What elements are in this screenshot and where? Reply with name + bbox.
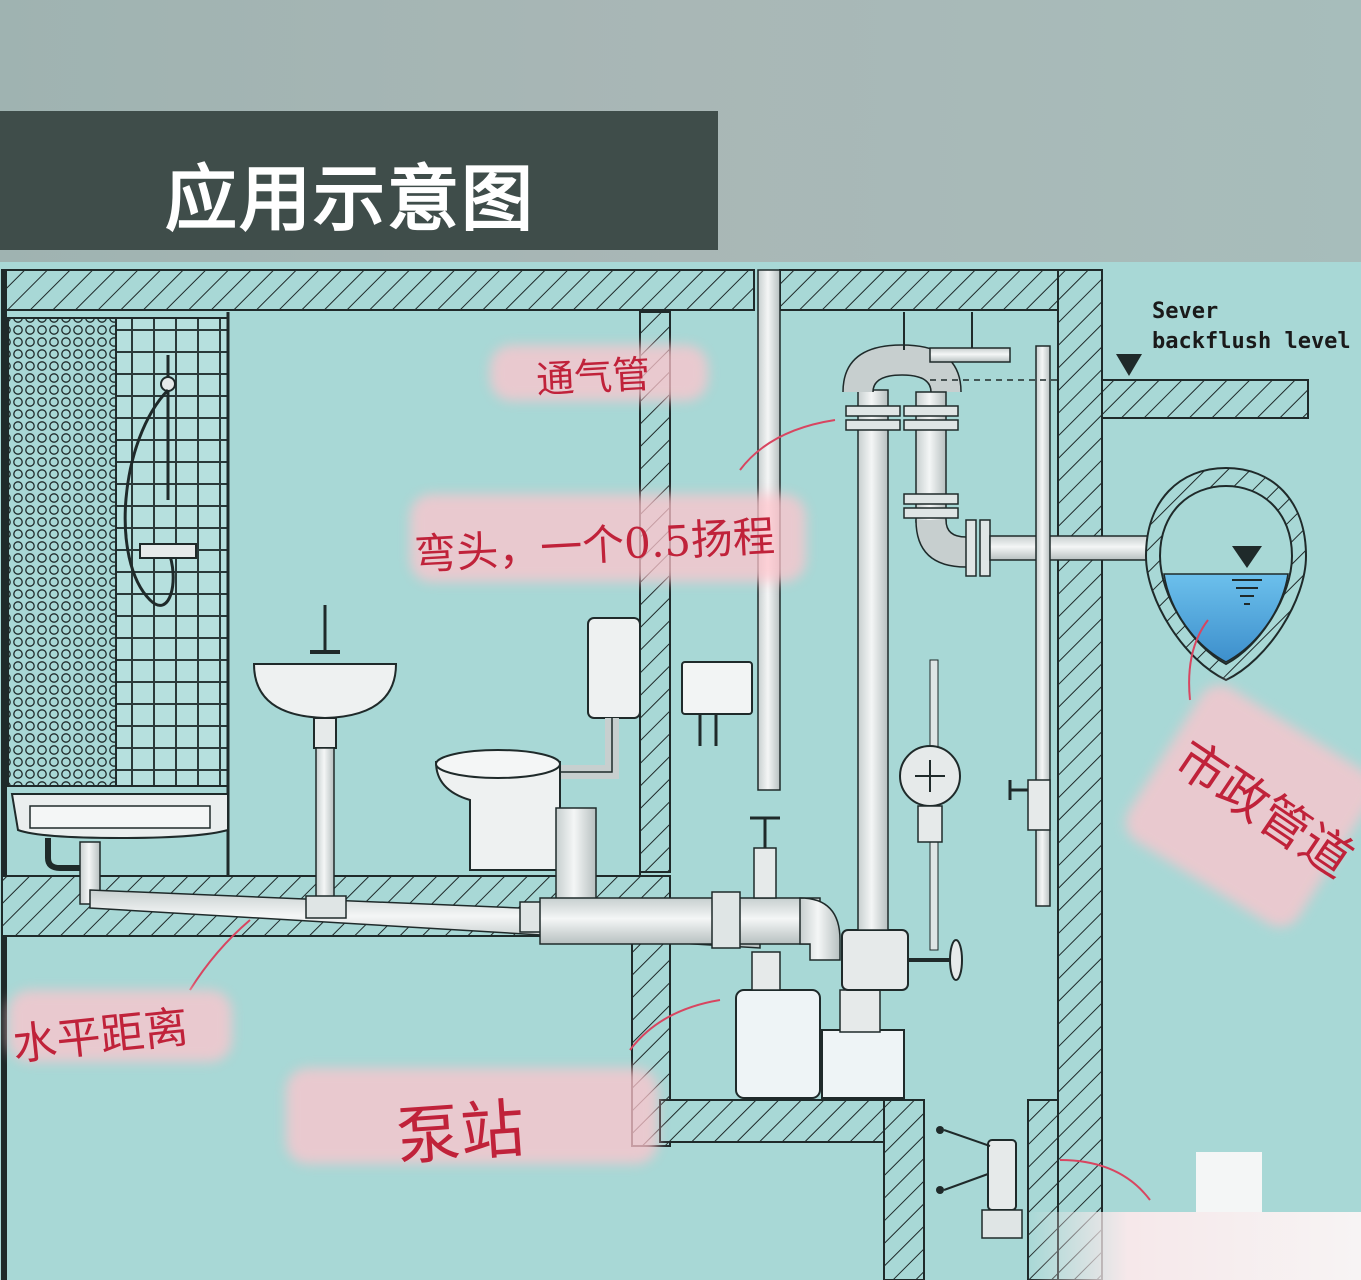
horizontal-drain-pipe <box>89 816 841 961</box>
backflush-label-line1: Sever <box>1152 299 1219 324</box>
washbasin <box>252 605 398 899</box>
vent-pipe-highlight <box>490 345 708 401</box>
backflush-level-marker <box>930 354 1308 381</box>
annotation-arrows <box>189 419 1209 1201</box>
riser-pipe <box>842 312 1198 951</box>
municipal-sewer <box>1144 466 1308 682</box>
page-title: 应用示意图 <box>165 157 536 241</box>
toilet <box>434 617 641 901</box>
pump-station-annotation: 泵站 <box>393 1092 527 1176</box>
pump-unit <box>735 929 963 1099</box>
watermark-strip <box>1028 1212 1361 1280</box>
backflush-label-line2: backflush level <box>1152 329 1351 354</box>
control-box <box>681 661 753 746</box>
watermark-patch <box>1196 1152 1262 1212</box>
elbow-highlight <box>410 494 806 582</box>
pump-station-highlight <box>286 1068 658 1164</box>
vent-pipe-annotation: 通气管 <box>535 352 652 402</box>
horizontal-distance-highlight <box>8 990 232 1062</box>
title-bar <box>0 111 718 250</box>
sump-pump <box>936 1126 1023 1239</box>
shower-area <box>7 312 230 905</box>
backflush-level-label: Sever backflush level <box>1152 297 1351 357</box>
